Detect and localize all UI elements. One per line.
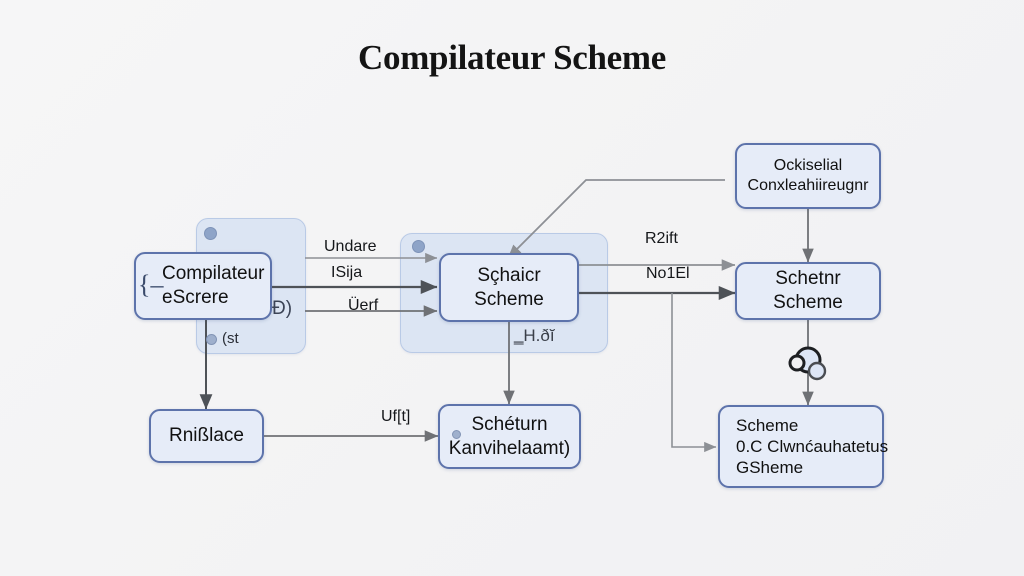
left-group-mark: Ð)	[272, 298, 293, 319]
node-compilateur[interactable]: Compilateur eScrere	[134, 252, 272, 320]
node-scheme-multi-line1: Scheme	[736, 415, 799, 435]
node-conxledhir-line1: Ockiselial	[773, 157, 843, 174]
node-compilateur-line1: Compilateur	[162, 263, 265, 285]
node-conxledhir[interactable]: Ockiselial Conxleahiireugnr	[735, 143, 881, 209]
edge-label-uerf: Üerf	[348, 297, 378, 315]
circle-cluster-icon	[786, 345, 830, 383]
node-scheme-multi-line3: GSheme	[736, 458, 804, 478]
node-remplace[interactable]: Rnißlace	[149, 409, 264, 463]
node-schetnr[interactable]: Schetnr Scheme	[735, 262, 881, 320]
node-scheme-multi-line2: 0.C Clwnćauhatetus	[736, 436, 889, 456]
node-scheme-center-line1: Sçhaicr	[477, 264, 541, 286]
node-scheme-multi[interactable]: Scheme 0.C Clwnćauhatetus GSheme	[718, 405, 888, 488]
edge-label-undare: Undare	[324, 238, 376, 256]
node-scheme-center[interactable]: Sçhaicr Scheme	[439, 253, 579, 322]
group-center-dot	[412, 240, 425, 253]
left-group-item-label: (st	[222, 330, 239, 347]
edge-label-uftl: Uf[t]	[381, 408, 410, 426]
edge-label-uerf-text: Üerf	[348, 297, 379, 314]
edge-label-noiel: No1El	[646, 265, 690, 283]
edge-label-uftl-text: Uf[t]	[381, 408, 411, 425]
node-scheturn-line2: Kanvihelaamt)	[448, 437, 571, 459]
node-scheturn[interactable]: Schéturn Kanvihelaamt)	[438, 404, 581, 469]
node-scheme-center-line2: Scheme	[474, 288, 544, 310]
edge-label-undare-text: Undare	[324, 238, 377, 255]
node-schetnr-line1: Schetnr	[775, 268, 841, 290]
node-conxledhir-line2: Conxleahiireugnr	[747, 177, 869, 194]
edge-label-raift-text: R2ift	[645, 230, 678, 247]
node-compilateur-line2: eScrere	[162, 287, 229, 308]
edge-label-raift: R2ift	[645, 230, 678, 248]
scheturn-dot	[452, 430, 461, 439]
edge-label-sija: ISija	[331, 264, 362, 282]
page-title: Compilateur Scheme	[358, 38, 666, 77]
node-scheturn-line1: Schéturn	[471, 413, 548, 435]
left-group-item-dot	[206, 334, 217, 345]
center-down-mark: ‗H.ðĭ	[514, 326, 555, 345]
node-schetnr-line2: Scheme	[773, 292, 843, 313]
edge-label-sija-text: ISija	[331, 264, 363, 281]
group-left-dot	[204, 227, 217, 240]
node-remplace-line1: Rnißlace	[169, 425, 244, 447]
brace-icon: {–	[138, 270, 164, 299]
edge-label-noiel-text: No1El	[646, 265, 690, 282]
